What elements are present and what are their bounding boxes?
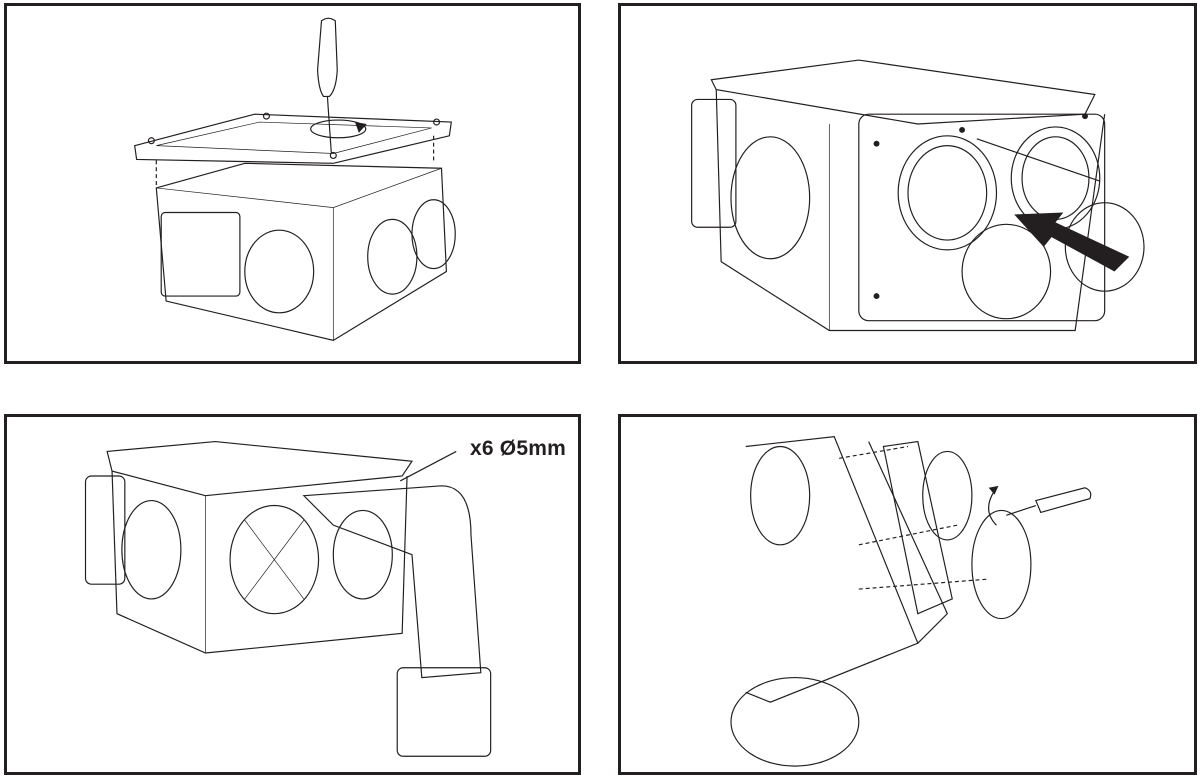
arrow-icon [1014,212,1130,272]
spigot-plate-illustration [691,59,1145,332]
box-body [155,162,456,341]
step-4-panel [618,414,1197,775]
hole-spec-callout: x6 Ø5mm [470,437,566,460]
step-2-panel [618,3,1197,364]
drilling-illustration [84,440,492,757]
step-1-panel [4,3,581,364]
screwdriver-icon [988,485,1092,526]
screwdriver-icon [310,17,367,154]
step-3-panel: x6 Ø5mm [4,414,581,775]
lid [134,113,452,164]
screw-fixing-illustration [730,436,1092,767]
drill-icon [302,485,492,757]
box-lid-removal-illustration [134,17,456,341]
callout-leader [399,450,457,482]
